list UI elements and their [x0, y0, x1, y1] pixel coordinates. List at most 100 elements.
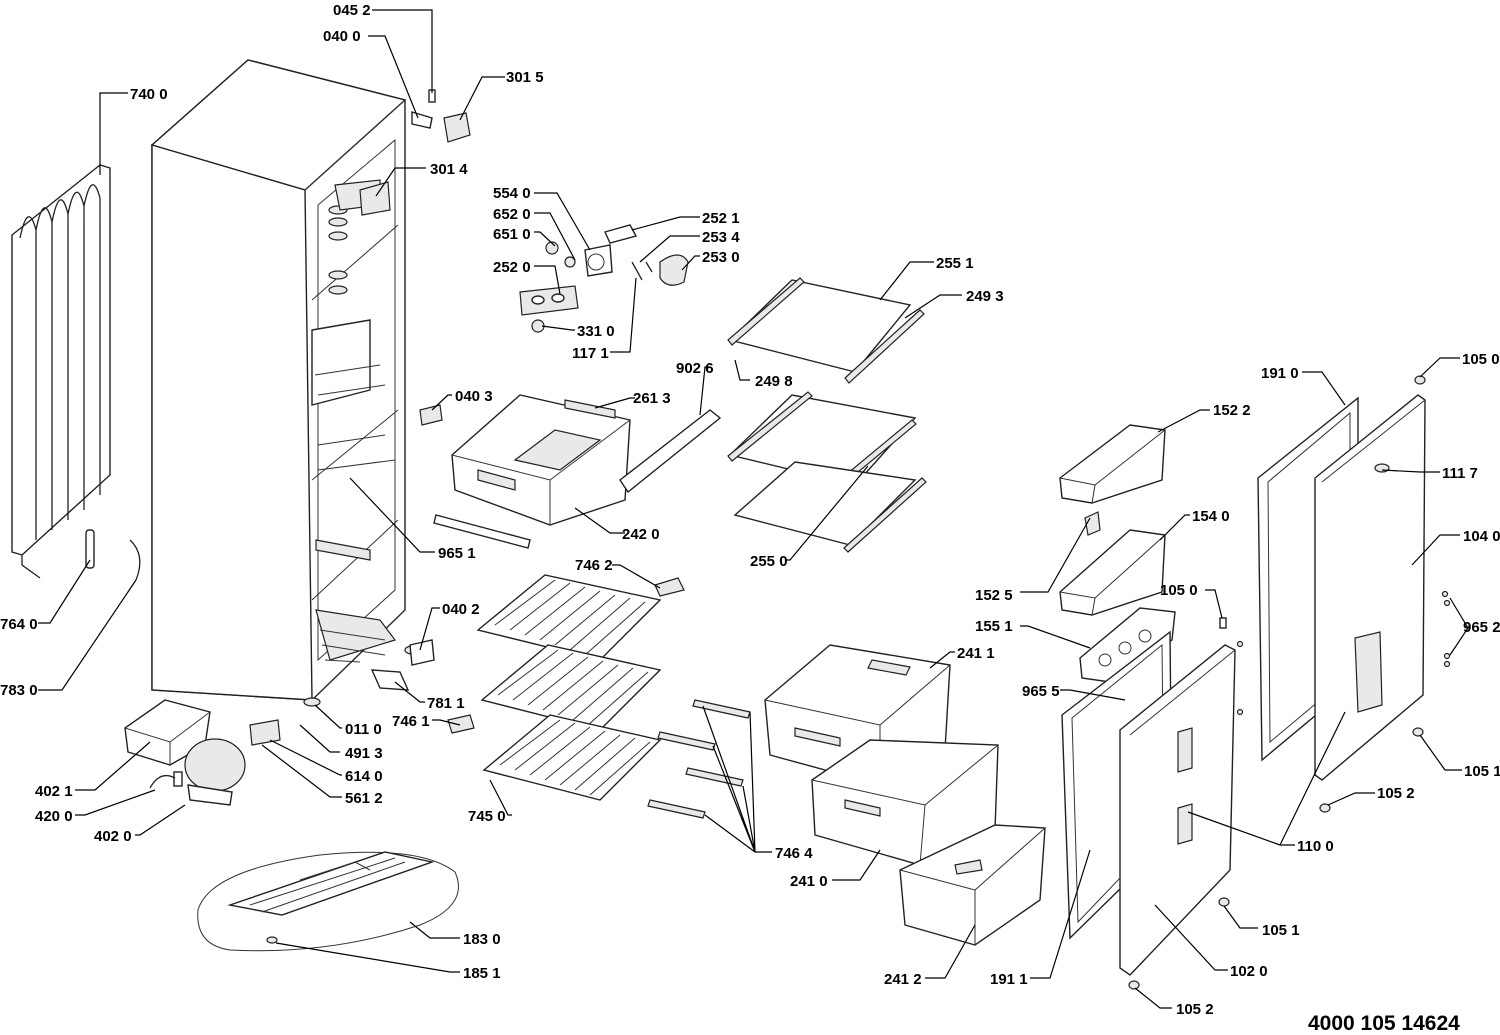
- callout-965-1: 965 1: [438, 545, 476, 562]
- freezer-basket-3: [482, 714, 662, 801]
- callout-110-0: 110 0: [1297, 838, 1334, 855]
- callout-902-6: 902 6: [676, 360, 714, 377]
- callout-105-2-mid: 105 2: [1377, 785, 1415, 802]
- callout-111-7: 111 7: [1442, 465, 1478, 482]
- callout-746-2: 746 2: [575, 557, 613, 574]
- callout-152-5: 152 5: [975, 587, 1013, 604]
- freezer-drawer-bottom: [899, 824, 1046, 946]
- callout-045-2: 045 2: [333, 2, 371, 19]
- callout-242-0: 242 0: [622, 526, 660, 543]
- thermostat-assembly: [519, 224, 689, 333]
- callout-252-1: 252 1: [702, 210, 740, 227]
- callout-154-0: 154 0: [1192, 508, 1230, 525]
- callout-420-0: 420 0: [35, 808, 73, 825]
- callout-331-0: 331 0: [577, 323, 615, 340]
- bin-divider: [1084, 511, 1101, 536]
- basket-rails: [647, 699, 751, 819]
- glass-shelf-lower: [727, 391, 927, 553]
- drain-hose: [129, 539, 141, 581]
- freezer-basket-1: [476, 574, 662, 661]
- callout-781-1: 781 1: [427, 695, 465, 712]
- leader-lines: [38, 9, 1469, 1009]
- drawer-cover-strip: [433, 514, 531, 549]
- cabinet-bracket: [370, 669, 410, 691]
- callout-253-4: 253 4: [702, 229, 740, 246]
- base-plate-outline: [197, 851, 459, 952]
- top-hinge-bracket: [411, 111, 433, 129]
- callout-491-3: 491 3: [345, 745, 383, 762]
- callout-652-0: 652 0: [493, 206, 531, 223]
- callout-561-2: 561 2: [345, 790, 383, 807]
- door-screw: [1319, 803, 1331, 813]
- crisper-drawer-upper: [451, 394, 631, 526]
- callout-191-1: 191 1: [990, 971, 1028, 988]
- callout-155-1: 155 1: [975, 618, 1013, 635]
- coil-clip: [85, 529, 95, 569]
- base-plate: [227, 851, 435, 916]
- compressor-cable: [149, 774, 176, 789]
- top-hinge-cover: [443, 112, 471, 143]
- cabinet-clip: [409, 639, 435, 666]
- callout-261-3: 261 3: [633, 390, 671, 407]
- door-hinge-pin-mid: [1219, 617, 1227, 629]
- callout-783-0: 783 0: [0, 682, 38, 699]
- callout-249-3: 249 3: [966, 288, 1004, 305]
- callout-105-0-mid: 105 0: [1160, 582, 1198, 599]
- callout-965-2: 965 2: [1463, 619, 1500, 636]
- callout-740-0: 740 0: [130, 86, 168, 103]
- lower-door: [1119, 644, 1236, 976]
- callout-040-2: 040 2: [442, 601, 480, 618]
- door-bin-middle: [1059, 529, 1166, 616]
- callout-105-1-upper: 105 1: [1464, 763, 1500, 780]
- upper-door: [1314, 394, 1426, 781]
- door-foot: [1412, 727, 1424, 737]
- glass-shelf-upper: [727, 277, 925, 384]
- door-bin-upper: [1059, 424, 1166, 504]
- callout-183-0: 183 0: [463, 931, 501, 948]
- callout-191-0: 191 0: [1261, 365, 1299, 382]
- callout-040-3: 040 3: [455, 388, 493, 405]
- door-hinge-pin: [1414, 375, 1426, 385]
- callout-402-1: 402 1: [35, 783, 73, 800]
- callout-746-4: 746 4: [775, 845, 813, 862]
- callout-105-0-top: 105 0: [1462, 351, 1500, 368]
- base-screw: [266, 936, 278, 944]
- hinge-block: [359, 181, 391, 216]
- callout-105-2-bottom: 105 2: [1176, 1001, 1214, 1018]
- callout-651-0: 651 0: [493, 226, 531, 243]
- callout-105-1-lower: 105 1: [1262, 922, 1300, 939]
- callout-255-1: 255 1: [936, 255, 974, 272]
- callout-745-0: 745 0: [468, 808, 506, 825]
- starter-relay: [249, 719, 281, 746]
- callout-301-5: 301 5: [506, 69, 544, 86]
- bottom-hinge-screw: [1128, 980, 1140, 990]
- callout-252-0: 252 0: [493, 259, 531, 276]
- callout-249-8: 249 8: [755, 373, 793, 390]
- callout-040-0: 040 0: [323, 28, 361, 45]
- callout-011-0: 011 0: [345, 721, 382, 738]
- callout-301-4: 301 4: [430, 161, 468, 178]
- callout-102-0: 102 0: [1230, 963, 1268, 980]
- compressor: [173, 738, 246, 806]
- callout-241-2: 241 2: [884, 971, 922, 988]
- cabinet-body: [150, 59, 420, 707]
- freezer-basket-2: [480, 644, 662, 731]
- callout-241-1: 241 1: [957, 645, 995, 662]
- callout-117-1: 117 1: [572, 345, 609, 362]
- callout-185-1: 185 1: [463, 965, 501, 982]
- callout-746-1: 746 1: [392, 713, 430, 730]
- drawer-rail-clip: [419, 404, 443, 426]
- condenser-coil: [11, 164, 111, 579]
- egg-tray: [1079, 607, 1176, 683]
- callout-614-0: 614 0: [345, 768, 383, 785]
- lower-door-foot: [1218, 897, 1230, 907]
- callout-402-0: 402 0: [94, 828, 132, 845]
- basket-stopper: [447, 714, 475, 734]
- callout-253-0: 253 0: [702, 249, 740, 266]
- callout-965-5: 965 5: [1022, 683, 1060, 700]
- callout-554-0: 554 0: [493, 185, 531, 202]
- callout-104-0: 104 0: [1463, 528, 1500, 545]
- callout-764-0: 764 0: [0, 616, 38, 633]
